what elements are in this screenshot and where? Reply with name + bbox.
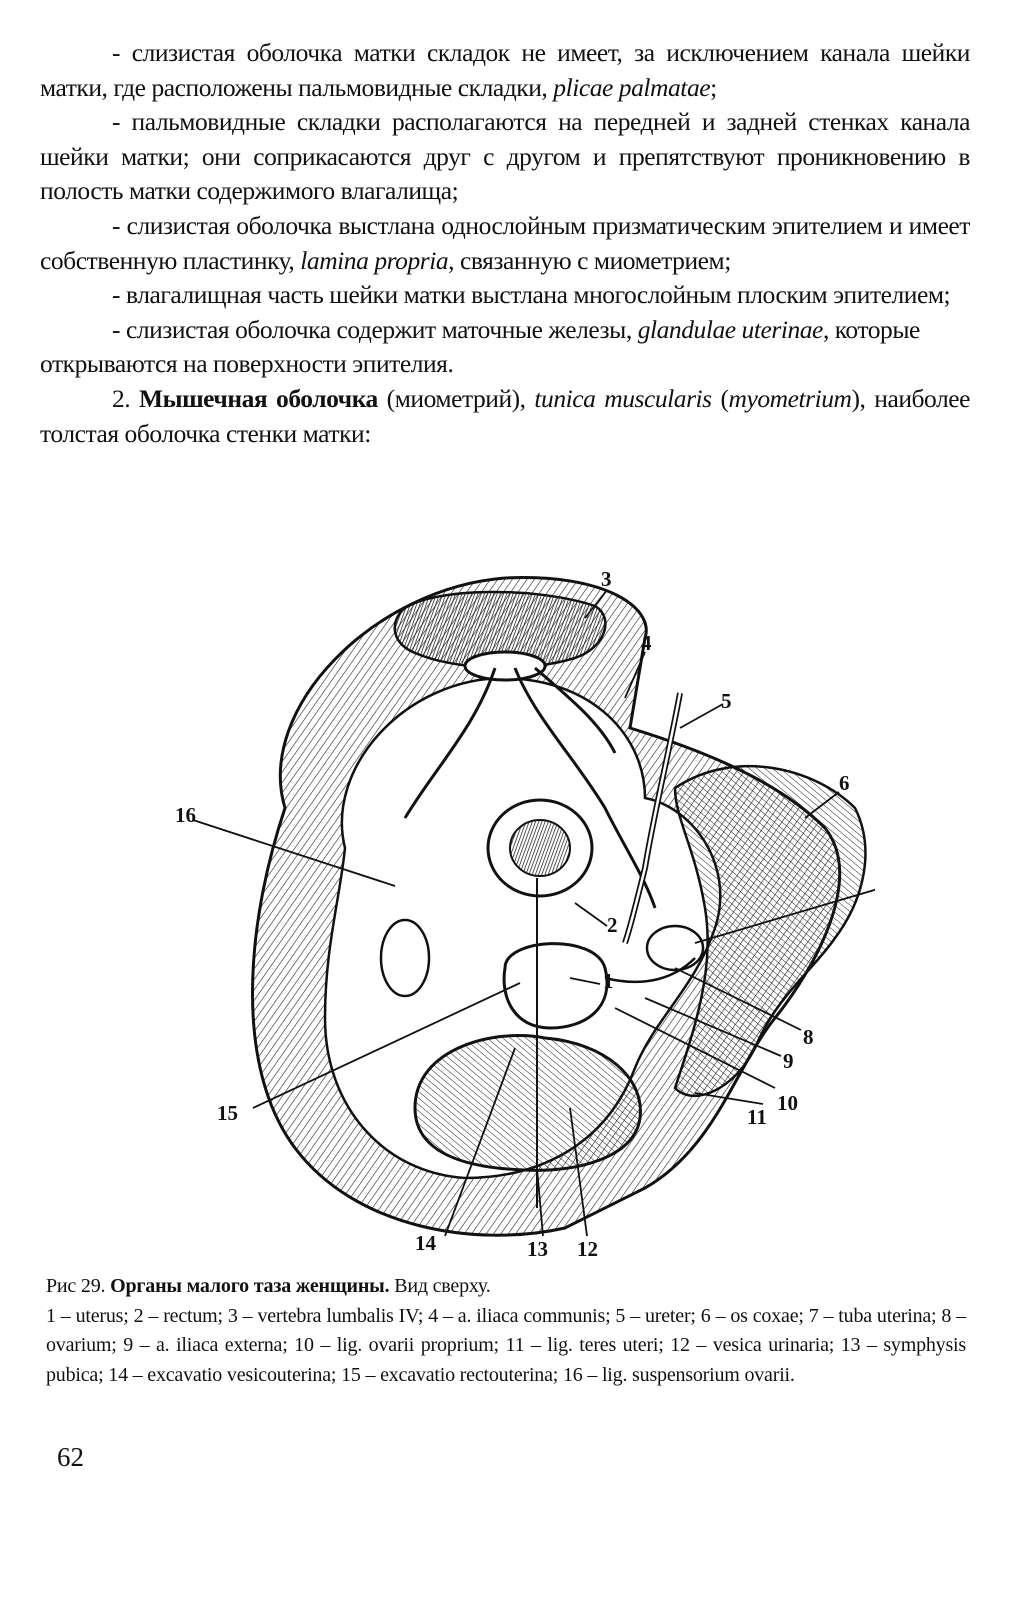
leader-lines [192,589,875,1237]
figure-label-9: 9 [783,1049,794,1073]
figure-caption: Рис 29. Органы малого таза женщины. Вид … [46,1272,966,1390]
text-run: - слизистая оболочка матки складок не им… [40,38,970,102]
text-run: (миометрий), [377,383,535,413]
uterus [502,942,609,1030]
page-number: 62 [57,1442,84,1472]
figure-label-2: 2 [607,913,618,937]
text-run: lamina propria [300,245,449,275]
figure-label-13: 13 [527,1237,548,1261]
text-run: 2. [112,383,140,413]
figure-label-4: 4 [641,631,652,655]
paragraph: 2. Мышечная оболочка (миометрий), tunica… [40,382,970,451]
paragraph: - слизистая оболочка выстлана однослойны… [40,209,970,278]
figure-title: Органы малого таза женщины. [110,1275,390,1297]
text-run: glandulae uterinae [637,314,824,344]
vesica-urinaria [413,1034,642,1172]
text-run: - слизистая оболочка содержит маточные ж… [112,314,638,344]
figure-label-14: 14 [415,1231,437,1255]
text-run: ), наиболее толстая оболочка стенки матк… [40,383,971,448]
figure-label-8: 8 [803,1025,814,1049]
figure-label-10: 10 [777,1091,798,1115]
figure-legend: 1 – uterus; 2 – rectum; 3 – vertebra lum… [46,1304,966,1386]
vertebra-lumbalis [393,590,607,682]
figure-label-11: 11 [747,1105,767,1129]
text-run: myometrium [728,383,852,413]
text-run: ; [710,72,717,102]
ovarium-tuba [604,924,705,984]
figure-label-3: 3 [601,567,612,591]
text-run: , которые открываются на поверхности эпи… [40,314,920,379]
figure-label-5: 5 [721,689,732,713]
figure-subtitle: Вид сверху. [389,1275,491,1297]
figure-label-6: 6 [839,771,850,795]
figure-label-12: 12 [577,1237,598,1261]
text-run: ( [711,383,729,413]
paragraph: - пальмовидные складки располагаются на … [40,105,970,209]
figure-label-15: 15 [217,1101,238,1125]
figure-number: Рис 29. [46,1275,106,1297]
paragraph: - влагалищная часть шейки матки выстлана… [40,278,970,313]
body-text: - слизистая оболочка матки складок не им… [40,36,970,451]
text-run: - пальмовидные складки располагаются на … [40,107,970,206]
figure-label-16: 16 [175,803,196,827]
paragraph: - слизистая оболочка содержит маточные ж… [40,313,970,382]
text-run: plicae palmatae [553,72,711,102]
figure-labels: 1 2 3 4 5 6 7 8 9 10 11 12 13 14 15 16 [175,567,850,1261]
ovarium-left [379,918,431,998]
figure-label-1: 1 [603,969,614,993]
rectum [486,798,594,898]
text-run: tunica muscularis [534,383,712,413]
paragraph: - слизистая оболочка матки складок не им… [40,36,970,105]
os-coxae [673,764,867,1098]
text-run: - слизистая оболочка выстлана однослойны… [40,210,970,275]
text-run: , связанную с миометрием; [448,245,731,275]
pelvic-organs-illustration: 1 2 3 4 5 6 7 8 9 10 11 12 13 14 15 16 [175,567,875,1261]
text-run: - влагалищная часть шейки матки выстлана… [112,280,951,310]
text-run: Мышечная оболочка [139,383,378,413]
